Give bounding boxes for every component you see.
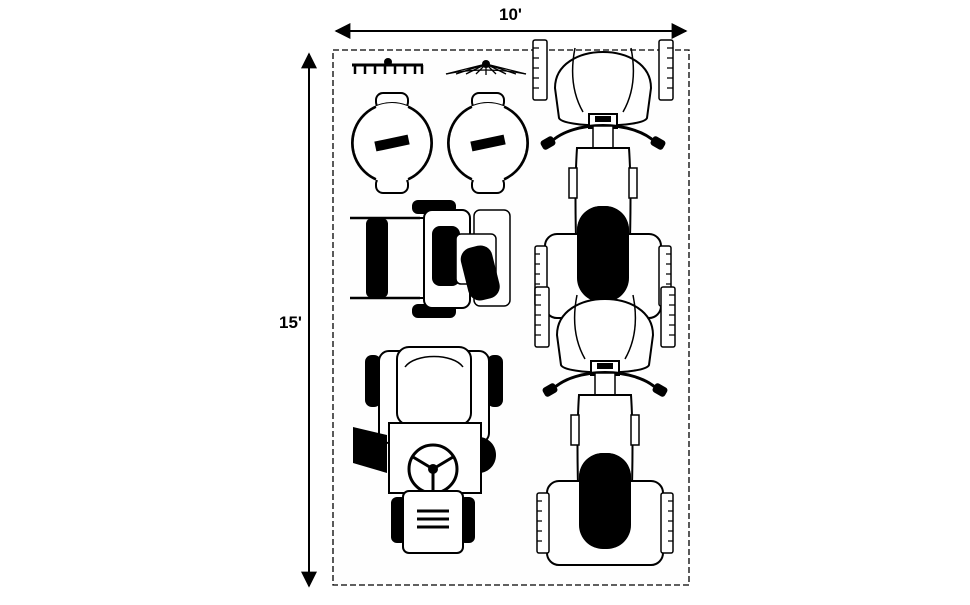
fan-rake-icon (445, 60, 527, 75)
height-label: 15' (279, 313, 302, 332)
rake-icon (352, 58, 424, 74)
width-label: 10' (499, 5, 522, 24)
riding-mower-icon (353, 346, 503, 554)
push-mower-icon (350, 200, 511, 318)
